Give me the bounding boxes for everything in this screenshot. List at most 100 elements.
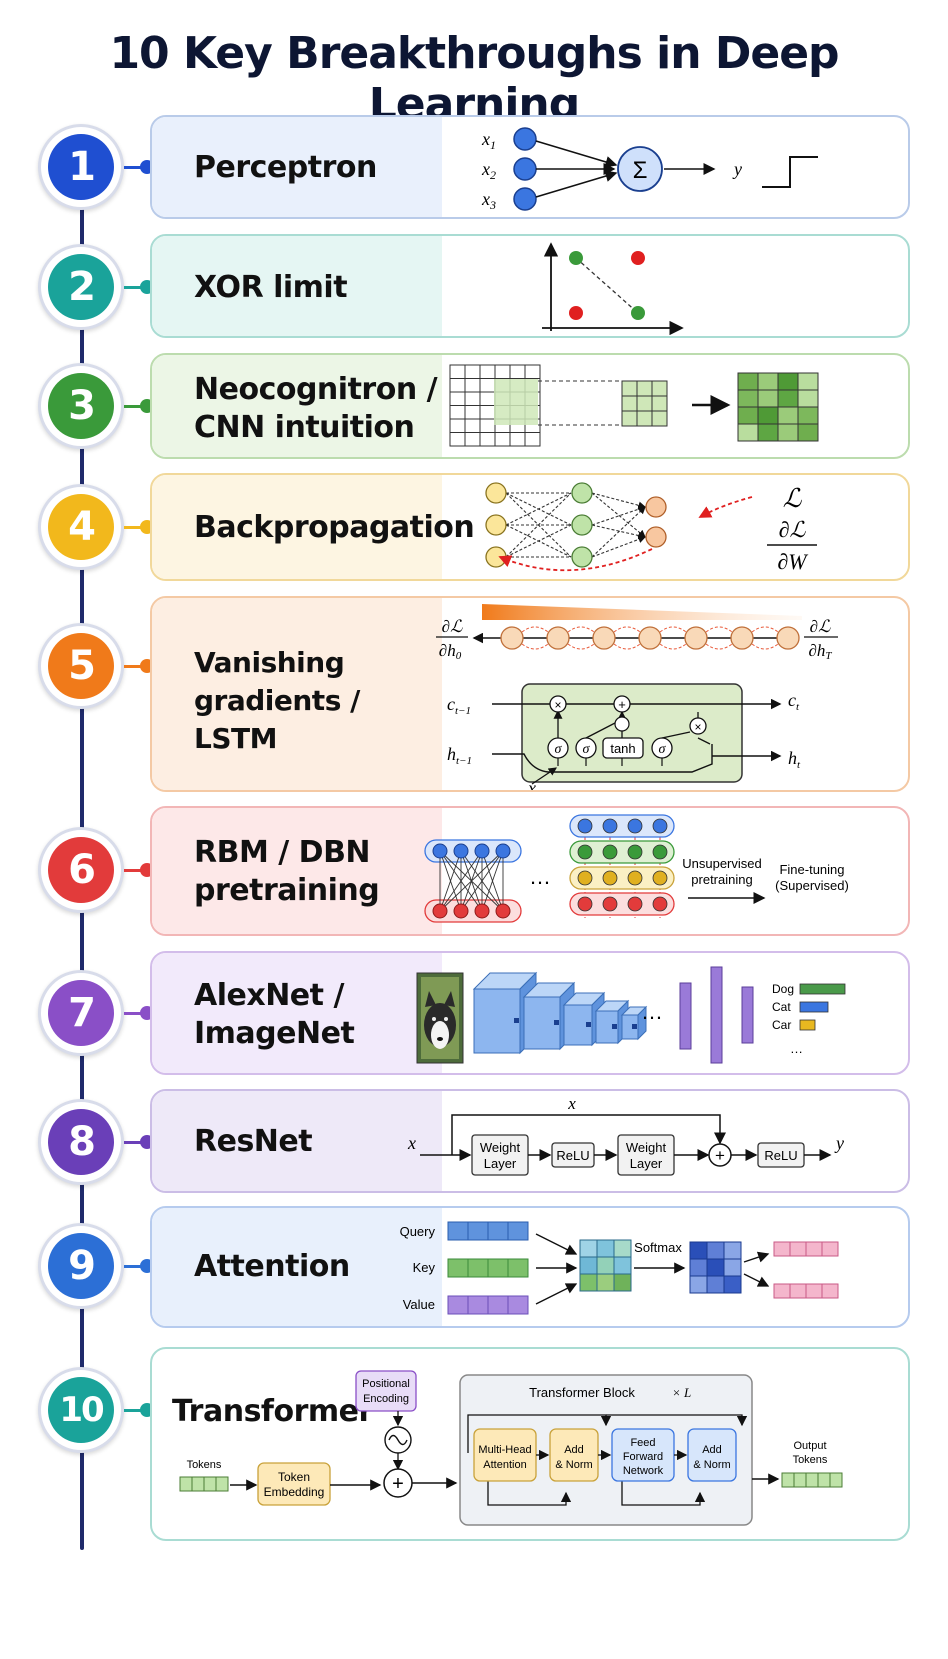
svg-text:x: x	[567, 1094, 576, 1113]
svg-text:ht: ht	[788, 748, 801, 771]
svg-text:Value: Value	[403, 1297, 435, 1312]
svg-text:Query: Query	[400, 1224, 436, 1239]
svg-text:Token: Token	[278, 1470, 310, 1484]
svg-text:∂ℒ: ∂ℒ	[442, 617, 463, 636]
dog-photo	[416, 972, 464, 1064]
svg-text:& Norm: & Norm	[555, 1459, 592, 1471]
svg-text:Tokens: Tokens	[793, 1454, 828, 1466]
svg-text:y: y	[732, 159, 742, 179]
xor-plot	[542, 242, 684, 336]
cnn-diagram	[449, 364, 819, 447]
number-badge-7: 7	[38, 970, 124, 1056]
svg-text:Encoding: Encoding	[363, 1393, 409, 1405]
svg-text:Add: Add	[564, 1444, 584, 1456]
svg-text:ReLU: ReLU	[764, 1148, 797, 1163]
label-rbm: RBM / DBN pretraining	[194, 835, 380, 908]
svg-text:Fine-tuning: Fine-tuning	[779, 862, 844, 877]
svg-text:tanh: tanh	[610, 741, 635, 756]
svg-text:∂W: ∂W	[777, 549, 808, 574]
svg-text:Car: Car	[772, 1018, 791, 1032]
page-title: 10 Key Breakthroughs in Deep Learning	[109, 28, 839, 130]
transformer-diagram: Tokens Token Embedding Positional Encodi…	[179, 1370, 843, 1526]
label-resnet: ResNet	[194, 1124, 313, 1159]
breakthrough-row-10: 10 Transformer Tokens Token Embedding Po…	[0, 1345, 948, 1543]
breakthrough-row-4: 4 Backpropagation ℒ ∂ℒ ∂W	[0, 473, 948, 583]
svg-text:+: +	[618, 697, 626, 712]
svg-text:x1: x1	[481, 129, 496, 152]
svg-text:∂ℒ: ∂ℒ	[810, 617, 831, 636]
svg-text:Dog: Dog	[772, 982, 794, 996]
svg-text:∂h0: ∂h0	[439, 641, 462, 662]
svg-text:σ: σ	[583, 742, 591, 757]
svg-text:Key: Key	[413, 1260, 436, 1275]
svg-text:Layer: Layer	[630, 1156, 663, 1171]
svg-text:…: …	[529, 864, 551, 889]
label-xor: XOR limit	[194, 270, 348, 305]
card-backprop: Backpropagation ℒ ∂ℒ ∂W	[150, 473, 910, 581]
svg-text:x: x	[407, 1133, 416, 1153]
svg-text:× L: × L	[672, 1385, 691, 1400]
rbm-diagram: … Unsupervised pretraining Fine-tuning (…	[424, 814, 849, 923]
number-badge-2: 2	[38, 244, 124, 330]
svg-text:Unsupervised: Unsupervised	[682, 856, 762, 871]
svg-text:Positional: Positional	[362, 1378, 410, 1390]
label-perceptron: Perceptron	[194, 150, 377, 185]
svg-text:…: …	[641, 999, 663, 1024]
number-badge-1: 1	[38, 124, 124, 210]
breakthrough-row-1: 1 Perceptron x1 x2 x3 Σ y	[0, 113, 948, 221]
svg-text:ReLU: ReLU	[556, 1148, 589, 1163]
svg-text:Multi-Head: Multi-Head	[478, 1444, 531, 1456]
card-attention: Attention Query Key Value Softmax	[150, 1206, 910, 1328]
svg-text:Layer: Layer	[484, 1156, 517, 1171]
svg-text:ℒ: ℒ	[783, 484, 803, 513]
number-badge-10: 10	[38, 1367, 124, 1453]
svg-text:Transformer Block: Transformer Block	[529, 1385, 635, 1400]
svg-text:Softmax: Softmax	[634, 1240, 682, 1255]
card-perceptron: Perceptron x1 x2 x3 Σ y	[150, 115, 910, 219]
svg-text:Embedding: Embedding	[264, 1485, 325, 1499]
svg-text:Add: Add	[702, 1444, 722, 1456]
svg-text:Weight: Weight	[480, 1140, 521, 1155]
label-transformer: Transformer	[172, 1394, 373, 1429]
label-alexnet: AlexNet / ImageNet	[194, 978, 355, 1051]
svg-text:Σ: Σ	[633, 157, 648, 184]
backprop-diagram: ℒ ∂ℒ ∂W	[485, 482, 817, 574]
svg-text:x2: x2	[481, 159, 496, 182]
svg-text:∂hT: ∂hT	[808, 641, 832, 662]
label-backprop: Backpropagation	[194, 510, 475, 545]
breakthrough-row-5: 5 Vanishing gradients / LSTM ∂ℒ ∂h0 ∂ℒ ∂…	[0, 596, 948, 794]
svg-text:×: ×	[694, 720, 701, 734]
number-badge-5: 5	[38, 623, 124, 709]
breakthrough-row-3: 3 Neocognitron / CNN intuition	[0, 353, 948, 461]
svg-text:Forward: Forward	[623, 1451, 663, 1463]
svg-text:Weight: Weight	[626, 1140, 667, 1155]
svg-text:ct: ct	[788, 690, 800, 713]
svg-text:pretraining: pretraining	[691, 872, 752, 887]
svg-text:x3: x3	[481, 189, 496, 212]
label-attention: Attention	[194, 1249, 350, 1284]
number-badge-4: 4	[38, 484, 124, 570]
svg-text:Feed: Feed	[630, 1437, 655, 1449]
svg-text:ct−1: ct−1	[447, 694, 471, 717]
number-badge-6: 6	[38, 827, 124, 913]
number-badge-8: 8	[38, 1099, 124, 1185]
label-cnn: Neocognitron / CNN intuition	[194, 372, 438, 445]
perceptron-diagram: x1 x2 x3 Σ y	[481, 127, 818, 212]
svg-text:…: …	[790, 1041, 803, 1056]
card-xor: XOR limit	[150, 234, 910, 338]
svg-text:Network: Network	[623, 1465, 664, 1477]
breakthrough-row-9: 9 Attention Query Key Value Softmax	[0, 1206, 948, 1330]
svg-text:xt: xt	[527, 778, 540, 792]
breakthrough-row-8: 8 ResNet x x Weight Layer ReLU Weight La…	[0, 1089, 948, 1195]
svg-text:& Norm: & Norm	[693, 1459, 730, 1471]
svg-text:+: +	[392, 1473, 404, 1495]
svg-text:Tokens: Tokens	[187, 1459, 222, 1471]
card-rbm: RBM / DBN pretraining … Unsupervised pre…	[150, 806, 910, 936]
svg-text:×: ×	[554, 698, 561, 712]
number-badge-9: 9	[38, 1223, 124, 1309]
attention-diagram: Query Key Value Softmax	[400, 1221, 839, 1315]
number-badge-3: 3	[38, 363, 124, 449]
lstm-diagram: ∂ℒ ∂h0 ∂ℒ ∂hT ct−1 ht−1 ct ht xt	[436, 604, 838, 792]
label-lstm: Vanishing gradients / LSTM	[194, 646, 360, 755]
